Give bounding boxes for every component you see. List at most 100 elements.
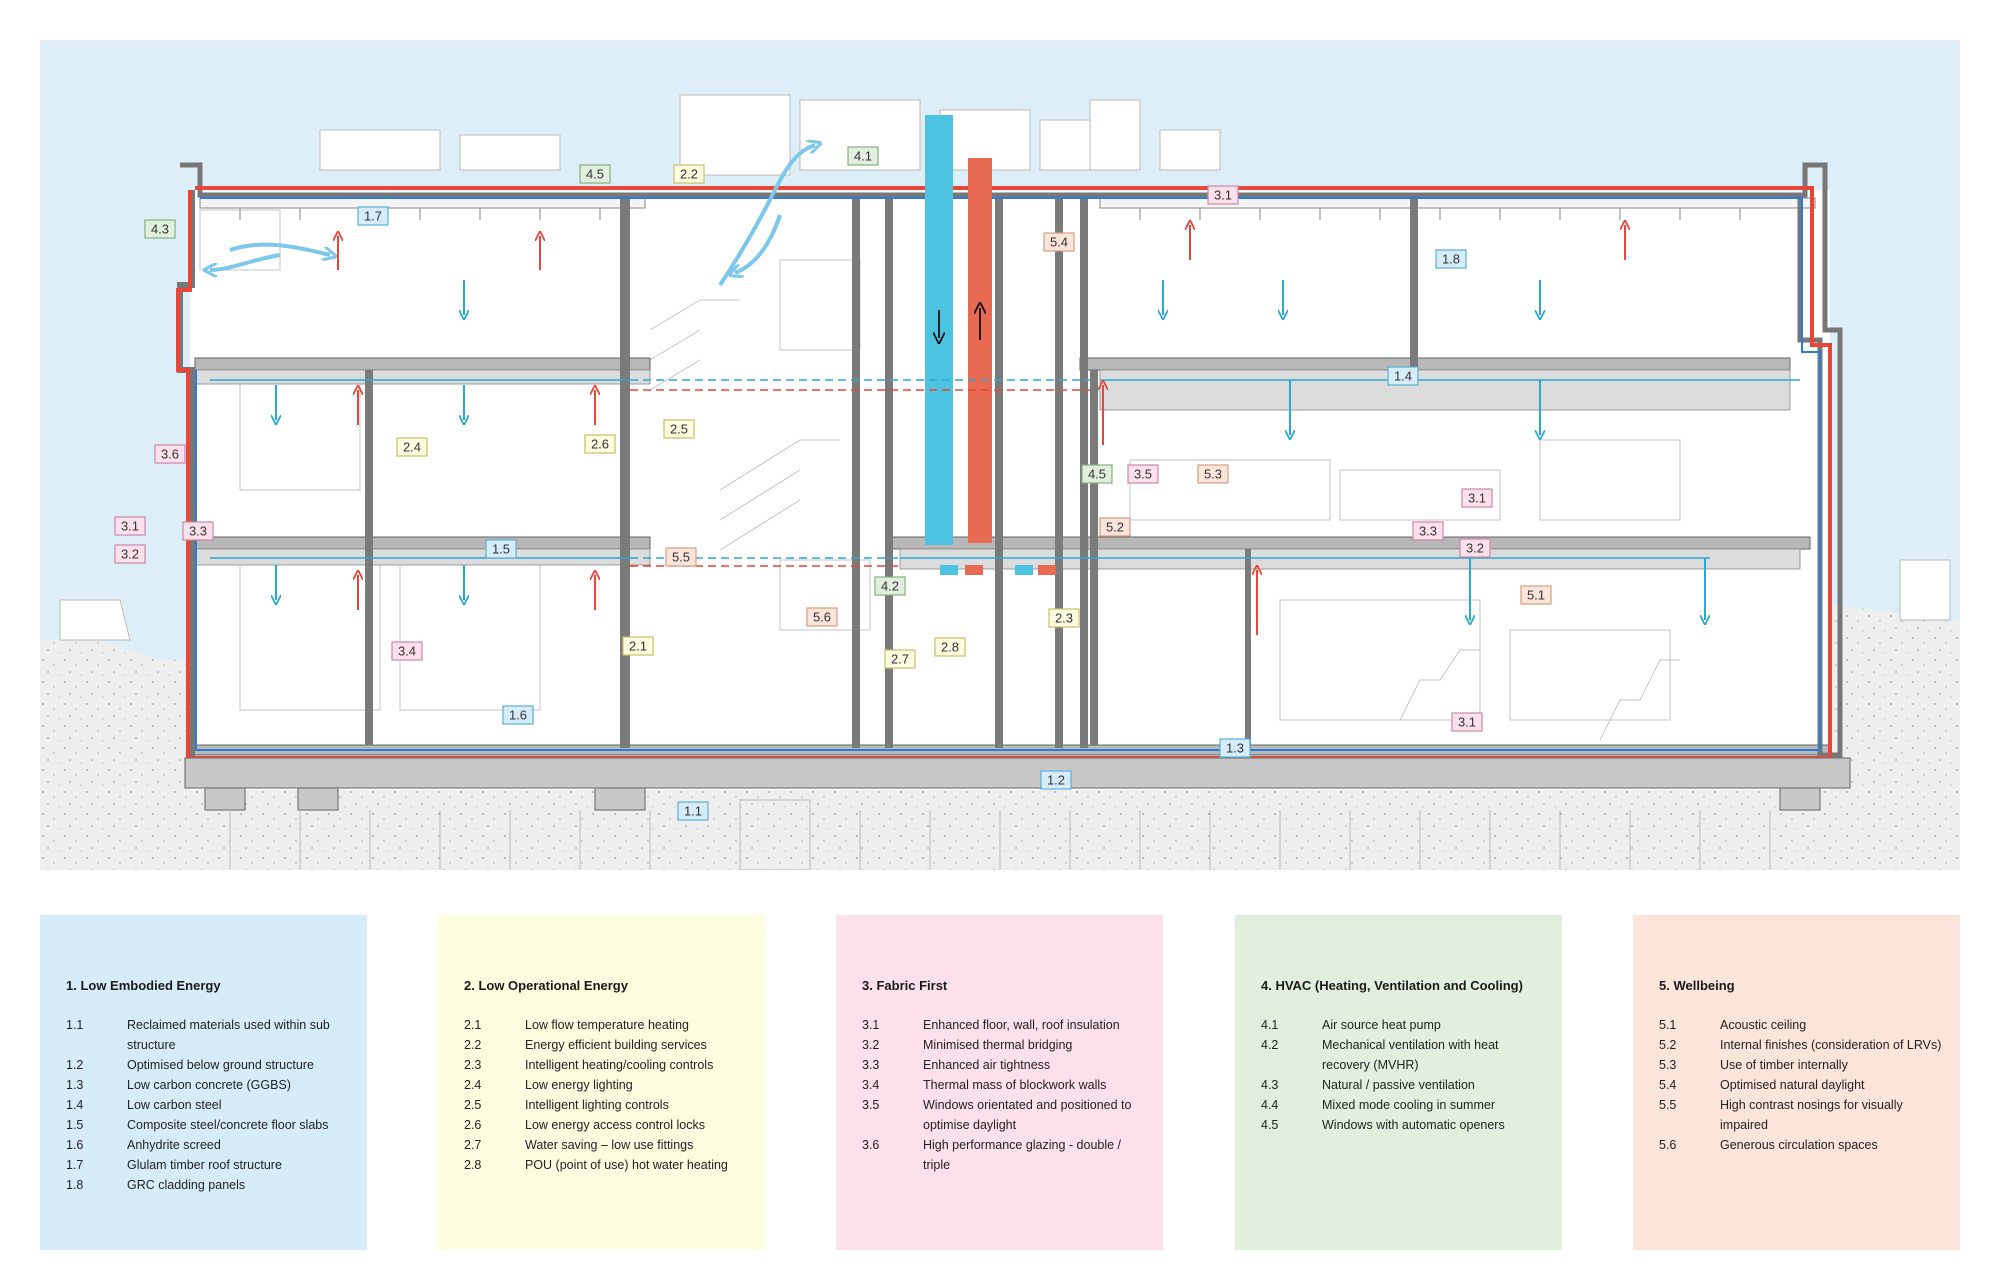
callout-label: 4.5 bbox=[579, 164, 611, 184]
callout-text: 2.2 bbox=[680, 167, 698, 182]
legend-item-number: 1.2 bbox=[66, 1058, 84, 1072]
legend-item-text: High contrast nosings for visually impai… bbox=[1720, 1098, 1903, 1132]
natural-ventilation-arrows bbox=[210, 145, 815, 287]
foundation bbox=[184, 757, 1851, 811]
legend-item-number: 1.8 bbox=[66, 1178, 84, 1192]
legend-item-number: 2.4 bbox=[464, 1078, 482, 1092]
legend-item-text: Thermal mass of blockwork walls bbox=[923, 1078, 1107, 1092]
legend-item-text: Optimised below ground structure bbox=[127, 1058, 314, 1072]
callout-text: 3.6 bbox=[161, 447, 179, 462]
callout-text: 4.2 bbox=[881, 579, 899, 594]
legend-item-number: 3.6 bbox=[862, 1138, 880, 1152]
legend-item-text: Low energy access control locks bbox=[525, 1118, 705, 1132]
callout-label: 2.3 bbox=[1048, 608, 1080, 628]
callout-text: 4.1 bbox=[854, 149, 872, 164]
legend-item-text: Reclaimed materials used within sub stru… bbox=[127, 1018, 330, 1052]
callout-box bbox=[1520, 585, 1552, 605]
legend-item: 3.4 Thermal mass of blockwork walls bbox=[862, 1075, 1147, 1095]
legend-item-number: 5.5 bbox=[1659, 1098, 1677, 1112]
callout-label: 5.6 bbox=[806, 607, 838, 627]
legend-item-text: Low carbon steel bbox=[127, 1098, 222, 1112]
callout-box bbox=[663, 419, 695, 439]
legend-item-number: 2.2 bbox=[464, 1038, 482, 1052]
callout-box bbox=[884, 649, 916, 669]
legend-item-text: Enhanced floor, wall, roof insulation bbox=[923, 1018, 1120, 1032]
callout-label: 5.5 bbox=[665, 547, 697, 567]
callout-text: 1.1 bbox=[684, 804, 702, 819]
legend-item-text: Mechanical ventilation with heat recover… bbox=[1322, 1038, 1499, 1072]
legend-item-number: 3.4 bbox=[862, 1078, 880, 1092]
callout-box bbox=[182, 521, 214, 541]
callout-label: 4.2 bbox=[874, 576, 906, 596]
callout-box bbox=[1435, 249, 1467, 269]
legend-item-text: Acoustic ceiling bbox=[1720, 1018, 1807, 1032]
legend-item-text: Windows orientated and positioned to opt… bbox=[923, 1098, 1132, 1132]
legend-item-number: 1.1 bbox=[66, 1018, 84, 1032]
callout-box bbox=[114, 516, 146, 536]
callout-label: 3.1 bbox=[1451, 712, 1483, 732]
building-interior bbox=[190, 190, 1830, 790]
callout-label: 3.1 bbox=[1461, 488, 1493, 508]
callout-label: 3.3 bbox=[182, 521, 214, 541]
callout-text: 1.8 bbox=[1442, 252, 1460, 267]
legend-item-number: 3.3 bbox=[862, 1058, 880, 1072]
callout-box bbox=[1219, 738, 1251, 758]
mvhr-unit-red bbox=[965, 565, 983, 575]
callout-box bbox=[1459, 538, 1491, 558]
callout-box bbox=[391, 641, 423, 661]
callout-label: 4.3 bbox=[144, 219, 176, 239]
legend-item-number: 2.1 bbox=[464, 1018, 482, 1032]
callout-label: 5.3 bbox=[1197, 464, 1229, 484]
callout-text: 2.1 bbox=[629, 639, 647, 654]
legend-item-number: 2.8 bbox=[464, 1158, 482, 1172]
callout-box bbox=[1127, 464, 1159, 484]
callout-text: 4.5 bbox=[586, 167, 604, 182]
callout-label: 3.2 bbox=[114, 544, 146, 564]
callout-label: 5.1 bbox=[1520, 585, 1552, 605]
legend-item-text: GRC cladding panels bbox=[127, 1178, 246, 1192]
callout-box bbox=[144, 219, 176, 239]
callout-box bbox=[622, 636, 654, 656]
legend-item-number: 4.1 bbox=[1261, 1018, 1279, 1032]
legend-title: 5. Wellbeing bbox=[1659, 978, 1735, 993]
callout-text: 1.2 bbox=[1047, 773, 1065, 788]
callout-label: 3.2 bbox=[1459, 538, 1491, 558]
callout-label: 1.6 bbox=[502, 705, 534, 725]
callout-box bbox=[1412, 521, 1444, 541]
legend-item-text: Intelligent lighting controls bbox=[525, 1098, 669, 1112]
legend-item-text: Mixed mode cooling in summer bbox=[1322, 1098, 1495, 1112]
legend-item-text: Minimised thermal bridging bbox=[923, 1038, 1073, 1052]
legend-item-text: Optimised natural daylight bbox=[1720, 1078, 1865, 1092]
legend-item-text: Natural / passive ventilation bbox=[1322, 1078, 1475, 1092]
airtightness-line bbox=[195, 197, 1821, 751]
legend-item: 2.4 Low energy lighting bbox=[464, 1075, 749, 1095]
legend-item-number: 5.3 bbox=[1659, 1058, 1677, 1072]
legend-item-text: Low energy lighting bbox=[525, 1078, 633, 1092]
callout-box bbox=[1043, 232, 1075, 252]
callout-label: 2.7 bbox=[884, 649, 916, 669]
legend-item-number: 3.1 bbox=[862, 1018, 880, 1032]
callout-text: 3.3 bbox=[189, 524, 207, 539]
legend-item-number: 4.5 bbox=[1261, 1118, 1279, 1132]
mvhr-unit-red-2 bbox=[1038, 565, 1056, 575]
legend-item-number: 1.5 bbox=[66, 1118, 84, 1132]
callout-text: 3.4 bbox=[398, 644, 416, 659]
callout-text: 3.3 bbox=[1419, 524, 1437, 539]
legend-item-number: 1.3 bbox=[66, 1078, 84, 1092]
callout-box bbox=[1451, 712, 1483, 732]
